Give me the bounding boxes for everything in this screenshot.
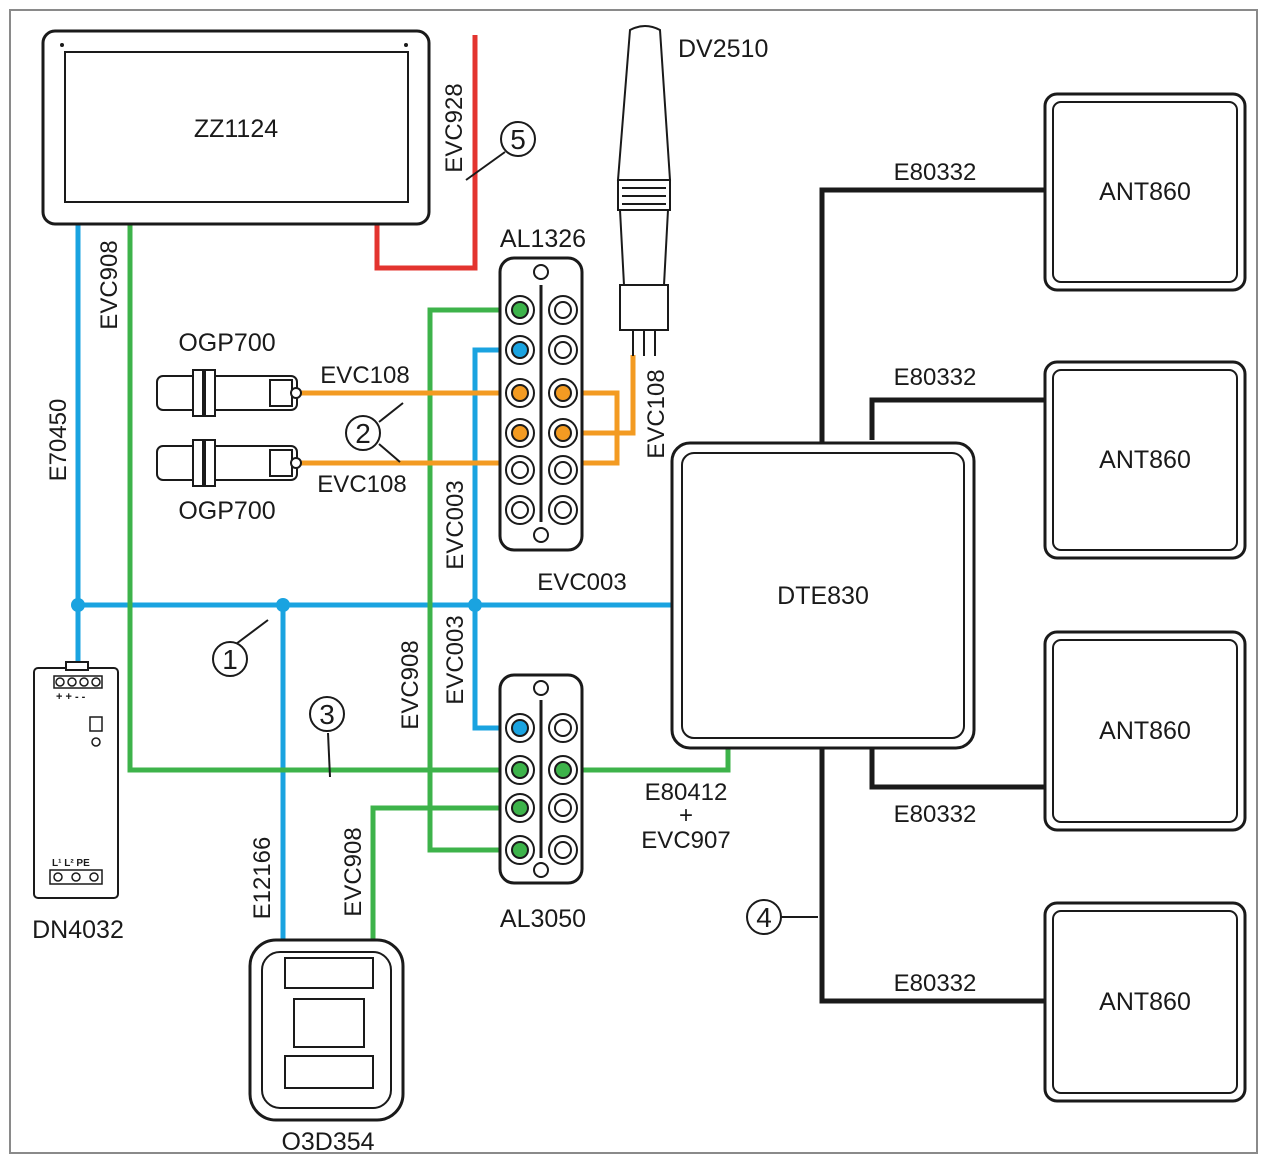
green-lines <box>127 225 731 940</box>
label-dte830: DTE830 <box>777 582 869 610</box>
port-pin <box>554 424 572 442</box>
label-evc108-bottom: EVC108 <box>317 471 406 498</box>
ant860-3 <box>1043 630 1247 832</box>
label-ant860-2: ANT860 <box>1099 446 1191 474</box>
dn-bottom-terminals: L¹ L² PE <box>52 858 90 869</box>
label-evc908-display: EVC908 <box>96 240 123 329</box>
port-pin <box>554 461 572 479</box>
label-evc003-vertical: EVC003 <box>442 480 469 569</box>
label-dv2510: DV2510 <box>678 35 768 63</box>
callout-3: 3 <box>309 696 345 778</box>
svg-text:2: 2 <box>355 418 371 449</box>
port-pin <box>511 799 529 817</box>
port-pin <box>511 384 529 402</box>
svg-text:4: 4 <box>756 902 772 933</box>
label-zz1124: ZZ1124 <box>194 115 278 143</box>
ant860-4 <box>1043 901 1247 1103</box>
port-pin <box>511 301 529 319</box>
antenna-cables <box>819 187 1045 1004</box>
svg-text:1: 1 <box>222 644 238 675</box>
callout-2: 2 <box>345 402 404 463</box>
label-evc108-dv: EVC108 <box>643 369 670 458</box>
port-pin <box>554 719 572 737</box>
port-pin <box>554 841 572 859</box>
rfid-dte830 <box>670 441 976 750</box>
port-pin <box>554 761 572 779</box>
svg-text:5: 5 <box>510 124 526 155</box>
ant860-2 <box>1043 360 1247 560</box>
port-pin <box>511 424 529 442</box>
port-pin <box>511 341 529 359</box>
iomaster-al3050 <box>498 673 584 885</box>
sensor-ogp700-bottom <box>156 439 302 487</box>
callout-4: 4 <box>746 899 818 935</box>
antenna-dv2510 <box>616 25 672 356</box>
label-plus: + <box>679 802 693 829</box>
port-pin <box>554 384 572 402</box>
port-pin <box>554 341 572 359</box>
label-ant860-3: ANT860 <box>1099 717 1191 745</box>
sensor-ogp700-top <box>156 369 302 417</box>
label-ant860-4: ANT860 <box>1099 988 1191 1016</box>
label-ogp700-top: OGP700 <box>178 329 275 357</box>
port-pin <box>511 761 529 779</box>
camera-o3d354 <box>248 938 405 1122</box>
label-al1326: AL1326 <box>500 225 586 253</box>
label-evc003-horizontal: EVC003 <box>537 569 626 596</box>
label-dn4032: DN4032 <box>32 916 124 944</box>
label-ogp700-bottom: OGP700 <box>178 497 275 525</box>
label-e80412: E80412 <box>645 779 728 806</box>
port-pin <box>554 501 572 519</box>
display-zz1124 <box>41 29 431 226</box>
label-e80332-3: E80332 <box>894 801 977 828</box>
label-e12166: E12166 <box>249 837 276 920</box>
label-e80332-4: E80332 <box>894 970 977 997</box>
callout-5: 5 <box>465 121 536 181</box>
svg-text:3: 3 <box>319 699 335 730</box>
diagram-frame <box>9 9 1258 1154</box>
port-pin <box>511 719 529 737</box>
label-e70450: E70450 <box>45 399 72 482</box>
port-pin <box>511 841 529 859</box>
ant860-1 <box>1043 92 1247 292</box>
port-pin <box>554 799 572 817</box>
label-e80332-1: E80332 <box>894 159 977 186</box>
iomaster-al1326 <box>498 256 584 552</box>
port-pin <box>511 501 529 519</box>
port-pin <box>554 301 572 319</box>
label-evc003-lower: EVC003 <box>442 615 469 704</box>
label-e80332-2: E80332 <box>894 364 977 391</box>
dn-top-terminals: + + - - <box>56 691 86 703</box>
power-supply-dn4032: + + - - L¹ L² PE <box>33 661 119 899</box>
blue-bus <box>71 225 672 945</box>
label-evc908-middle: EVC908 <box>397 640 424 729</box>
label-evc908-camera: EVC908 <box>340 827 367 916</box>
red-line <box>374 35 478 271</box>
port-pin <box>511 461 529 479</box>
label-evc907: EVC907 <box>641 827 730 854</box>
callout-1: 1 <box>212 619 269 677</box>
label-evc928: EVC928 <box>441 83 468 172</box>
label-al3050: AL3050 <box>500 905 586 933</box>
label-ant860-1: ANT860 <box>1099 178 1191 206</box>
label-evc108-top: EVC108 <box>320 362 409 389</box>
label-o3d354: O3D354 <box>281 1128 374 1156</box>
